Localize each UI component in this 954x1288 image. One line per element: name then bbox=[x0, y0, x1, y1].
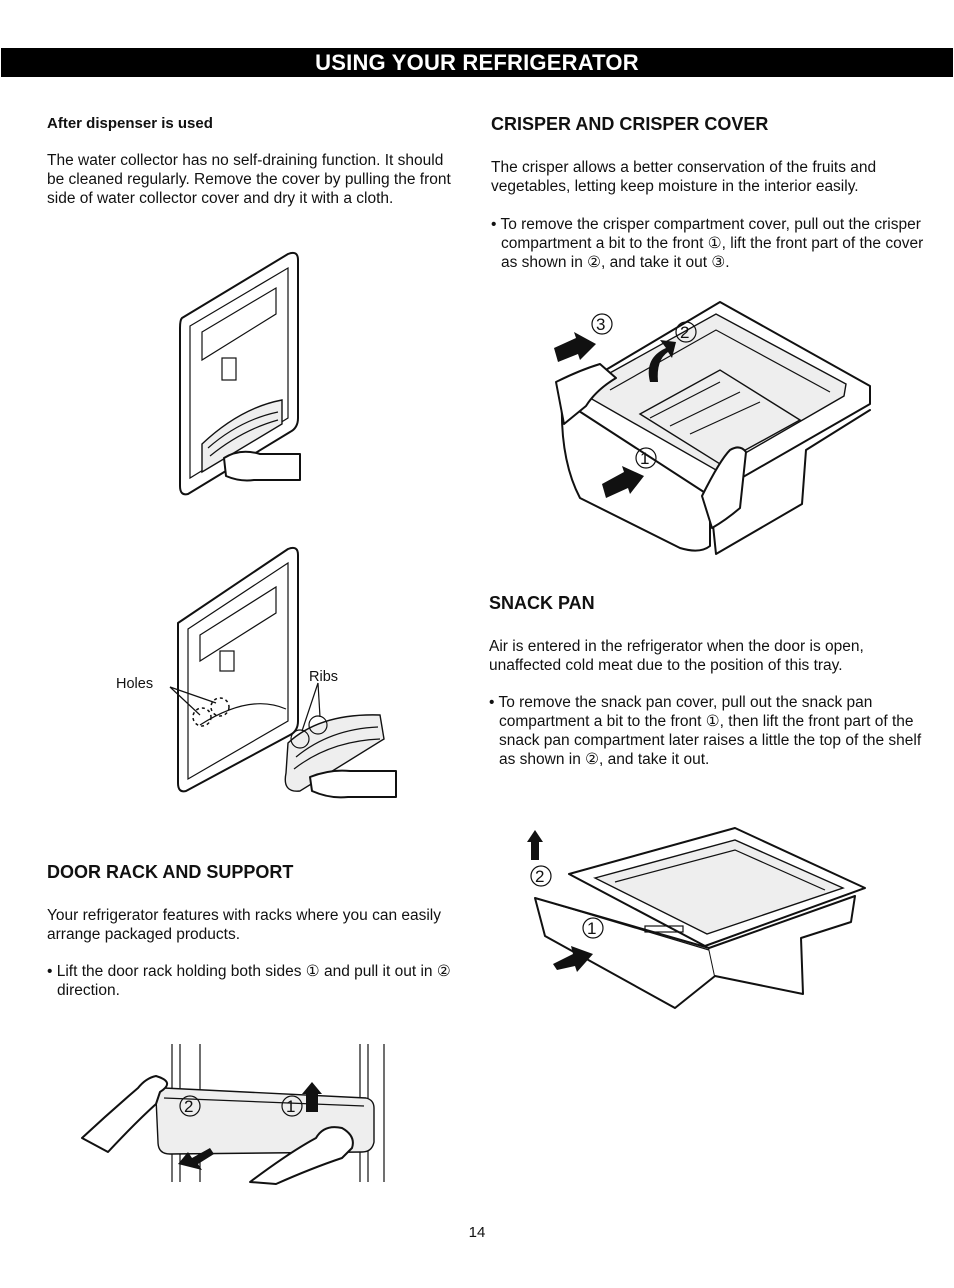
crisper-heading: CRISPER AND CRISPER COVER bbox=[491, 114, 769, 134]
door-rack-figure: 2 1 bbox=[81, 1044, 385, 1185]
door-rack-paragraph: Your refrigerator features with racks wh… bbox=[47, 907, 442, 943]
door-rack-bullet: Lift the door rack holding both sides ① … bbox=[47, 962, 477, 1000]
snack-pan-figure: 2 1 bbox=[527, 827, 866, 1009]
crisper-bullet: To remove the crisper compartment cover,… bbox=[491, 215, 931, 272]
crisper-figure: 3 2 1 bbox=[554, 301, 871, 555]
snack-marker-one: 1 bbox=[587, 919, 596, 938]
rack-marker-one: 1 bbox=[286, 1097, 295, 1116]
snack-pan-bullet: To remove the snack pan cover, pull out … bbox=[489, 693, 929, 769]
page-number: 14 bbox=[468, 1224, 486, 1241]
snack-pan-paragraph: Air is entered in the refrigerator when … bbox=[489, 638, 864, 674]
crisper-paragraph: The crisper allows a better conservation… bbox=[491, 159, 877, 195]
rack-marker-two: 2 bbox=[184, 1097, 193, 1116]
after-dispenser-heading: After dispenser is used bbox=[47, 115, 213, 132]
water-collector-figure bbox=[179, 251, 301, 496]
snack-pan-heading: SNACK PAN bbox=[489, 593, 595, 613]
crisper-marker-three: 3 bbox=[596, 315, 605, 334]
holes-label: Holes bbox=[116, 676, 154, 692]
crisper-marker-one: 1 bbox=[640, 449, 649, 468]
after-dispenser-paragraph: The water collector has no self-draining… bbox=[47, 152, 451, 207]
crisper-marker-two: 2 bbox=[680, 323, 689, 342]
snack-marker-two: 2 bbox=[535, 867, 544, 886]
page-title-banner: USING YOUR REFRIGERATOR bbox=[1, 48, 953, 77]
door-rack-heading: DOOR RACK AND SUPPORT bbox=[47, 862, 294, 882]
ribs-label: Ribs bbox=[309, 669, 339, 685]
holes-ribs-figure bbox=[169, 546, 397, 799]
